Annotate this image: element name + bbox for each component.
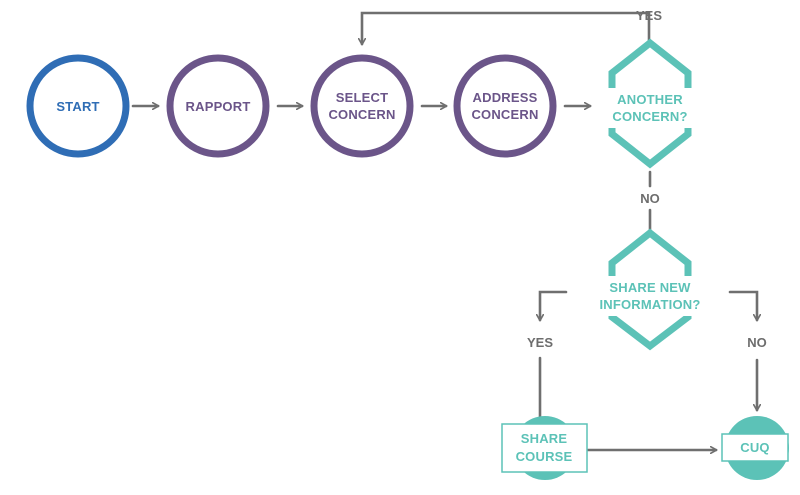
node-rapport-label: RAPPORT bbox=[186, 99, 251, 114]
label-no-middle: NO bbox=[640, 191, 660, 206]
node-select-concern-shape bbox=[310, 54, 414, 158]
node-select-concern-line2: CONCERN bbox=[328, 107, 395, 122]
node-address-concern-shape bbox=[453, 54, 557, 158]
node-another-concern-line1: ANOTHER bbox=[617, 92, 683, 107]
node-address-concern: ADDRESS CONCERN bbox=[453, 54, 557, 158]
node-address-concern-line2: CONCERN bbox=[471, 107, 538, 122]
node-share-course: SHARE COURSE bbox=[501, 416, 588, 480]
node-another-concern-label-bg bbox=[606, 88, 694, 128]
node-another-concern: ANOTHER CONCERN? bbox=[606, 38, 694, 169]
node-share-course-line1: SHARE bbox=[521, 431, 568, 446]
arrow-yes-loop bbox=[362, 11, 651, 44]
node-rapport-shape bbox=[166, 54, 270, 158]
node-share-new-information: SHARE NEW INFORMATION? bbox=[592, 228, 708, 351]
label-no-right: NO bbox=[747, 335, 767, 350]
arrow-no-branch bbox=[728, 290, 757, 320]
node-rapport: RAPPORT bbox=[166, 54, 270, 158]
node-select-concern-line1: SELECT bbox=[336, 90, 388, 105]
node-select-concern: SELECT CONCERN bbox=[310, 54, 414, 158]
connectors bbox=[131, 11, 757, 450]
node-cuq-box bbox=[721, 433, 789, 462]
node-another-concern-line2: CONCERN? bbox=[612, 109, 687, 124]
node-share-course-box bbox=[501, 423, 588, 473]
label-yes-left: YES bbox=[527, 335, 553, 350]
node-share-course-line2: COURSE bbox=[516, 449, 573, 464]
label-yes-top: YES bbox=[636, 8, 662, 23]
node-share-new-information-line2: INFORMATION? bbox=[599, 297, 700, 312]
node-address-concern-line1: ADDRESS bbox=[473, 90, 538, 105]
arrow-yes-branch bbox=[540, 290, 568, 320]
node-start-shape bbox=[26, 54, 130, 158]
node-start: START bbox=[26, 54, 130, 158]
edge-labels: YES NO YES NO bbox=[527, 8, 767, 350]
node-share-new-information-label-bg bbox=[592, 276, 708, 316]
node-share-new-information-line1: SHARE NEW bbox=[609, 280, 691, 295]
node-cuq: CUQ bbox=[721, 416, 789, 480]
node-cuq-label: CUQ bbox=[740, 440, 770, 455]
node-start-label: START bbox=[56, 99, 99, 114]
